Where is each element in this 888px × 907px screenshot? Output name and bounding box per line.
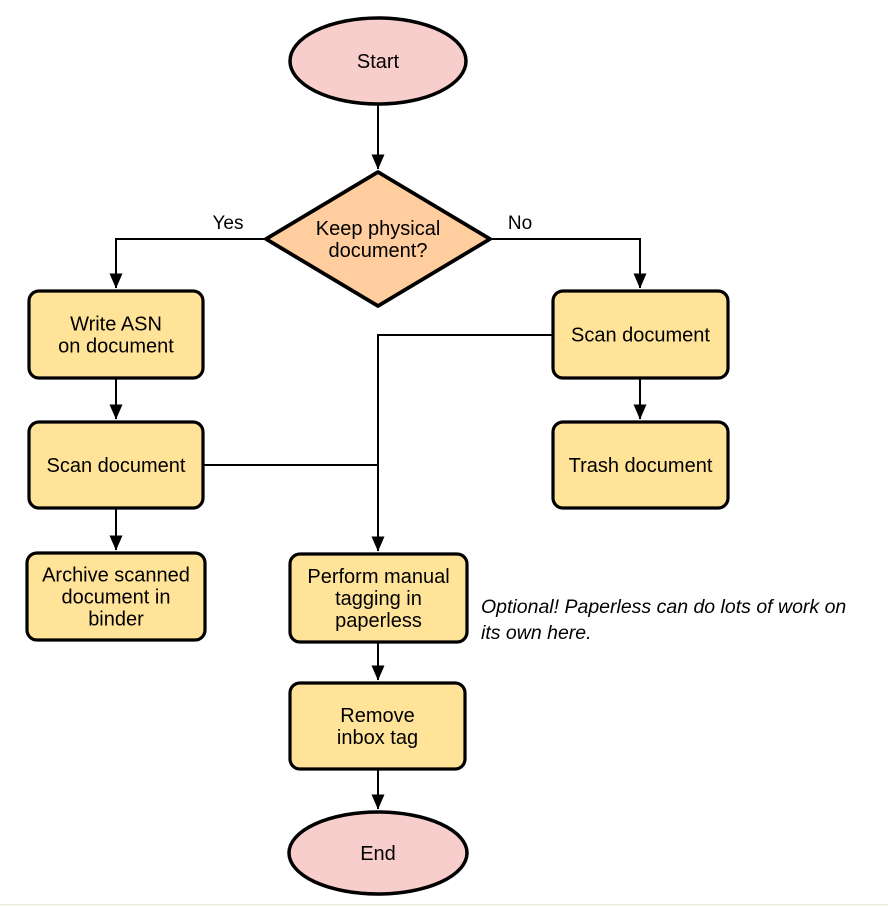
node-remove-inbox-tag <box>288 681 467 771</box>
node-label-keep-physical-decision: Keep physical <box>316 218 441 240</box>
node-scan-document-right <box>551 289 730 380</box>
optional-note-text: Optional! Paperless can do lots of work … <box>481 596 846 618</box>
node-label-scan-document-left: Scan document <box>47 455 186 477</box>
node-label-archive-in-binder: document in <box>62 587 171 609</box>
node-label-archive-in-binder: binder <box>88 609 144 631</box>
edge-label-decision-yes-to-write-asn: Yes <box>213 213 244 234</box>
node-write-asn <box>27 289 205 380</box>
node-label-scan-document-right: Scan document <box>571 325 710 347</box>
node-start <box>288 16 468 106</box>
node-label-keep-physical-decision: document? <box>329 240 428 262</box>
node-label-archive-in-binder: Archive scanned <box>42 565 190 587</box>
node-end <box>287 810 469 896</box>
node-manual-tagging <box>288 552 469 644</box>
edge-label-decision-no-to-scan-right: No <box>508 213 532 234</box>
node-label-write-asn: on document <box>58 336 174 358</box>
node-scan-document-left <box>27 420 205 510</box>
node-label-remove-inbox-tag: inbox tag <box>337 727 418 749</box>
edge-scan-right-to-tagging <box>371 334 553 552</box>
node-label-manual-tagging: tagging in <box>335 588 422 610</box>
node-label-manual-tagging: Perform manual <box>307 566 449 588</box>
node-label-end: End <box>360 843 396 865</box>
edge-decision-no-to-scan-right <box>490 238 647 289</box>
node-label-start: Start <box>357 51 400 73</box>
node-label-write-asn: Write ASN <box>70 314 162 336</box>
node-label-remove-inbox-tag: Remove <box>340 705 414 727</box>
node-label-trash-document: Trash document <box>569 455 713 477</box>
node-archive-in-binder <box>25 551 207 642</box>
canvas-bottom-edge <box>0 904 888 906</box>
optional-note-text: its own here. <box>481 622 592 644</box>
node-trash-document <box>551 420 730 510</box>
node-label-manual-tagging: paperless <box>335 610 422 632</box>
node-keep-physical-decision <box>264 170 492 308</box>
edge-decision-yes-to-write-asn <box>109 238 265 289</box>
